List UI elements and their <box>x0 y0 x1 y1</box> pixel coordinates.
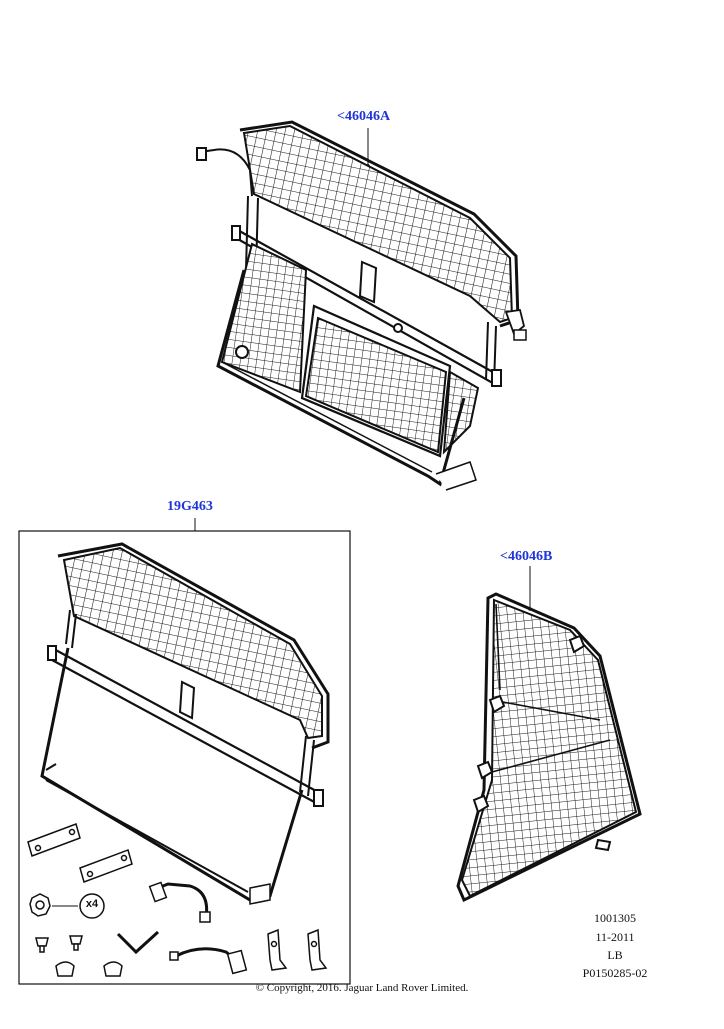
callout-top-assembly[interactable]: <46046A <box>337 109 391 124</box>
kit-guard-frame <box>40 542 330 905</box>
kit-frame <box>18 530 351 985</box>
callout-kit[interactable]: 19G463 <box>167 499 213 514</box>
clip-1 <box>55 961 75 977</box>
side-mesh-panel <box>460 598 638 898</box>
info-line-2: 11-2011 <box>595 930 635 944</box>
top-lower-left-mesh <box>220 242 308 394</box>
allen-key <box>116 930 160 955</box>
bolt-1 <box>35 937 49 947</box>
top-guard-assembly <box>196 120 527 491</box>
callout-side-assembly[interactable]: <46046B <box>500 549 553 564</box>
bracket-2 <box>307 928 328 971</box>
headrest-arm-2 <box>175 947 237 962</box>
quantity-badge: x4 <box>85 898 99 910</box>
clip-2 <box>103 961 123 977</box>
kit-box <box>18 518 351 985</box>
quantity-badge-circle <box>79 893 105 919</box>
kit-mesh-panel <box>62 546 323 740</box>
kit-parts <box>27 823 328 977</box>
copyright-notice: © Copyright, 2016. Jaguar Land Rover Lim… <box>255 982 469 994</box>
bracket-1 <box>267 928 288 971</box>
side-guard-assembly <box>456 566 642 903</box>
top-lower-center-mesh <box>304 316 448 454</box>
info-line-4: P0150285-02 <box>582 966 648 980</box>
info-line-1: 1001305 <box>594 911 636 925</box>
info-line-3: LB <box>607 948 623 962</box>
bolt-2 <box>69 935 83 945</box>
